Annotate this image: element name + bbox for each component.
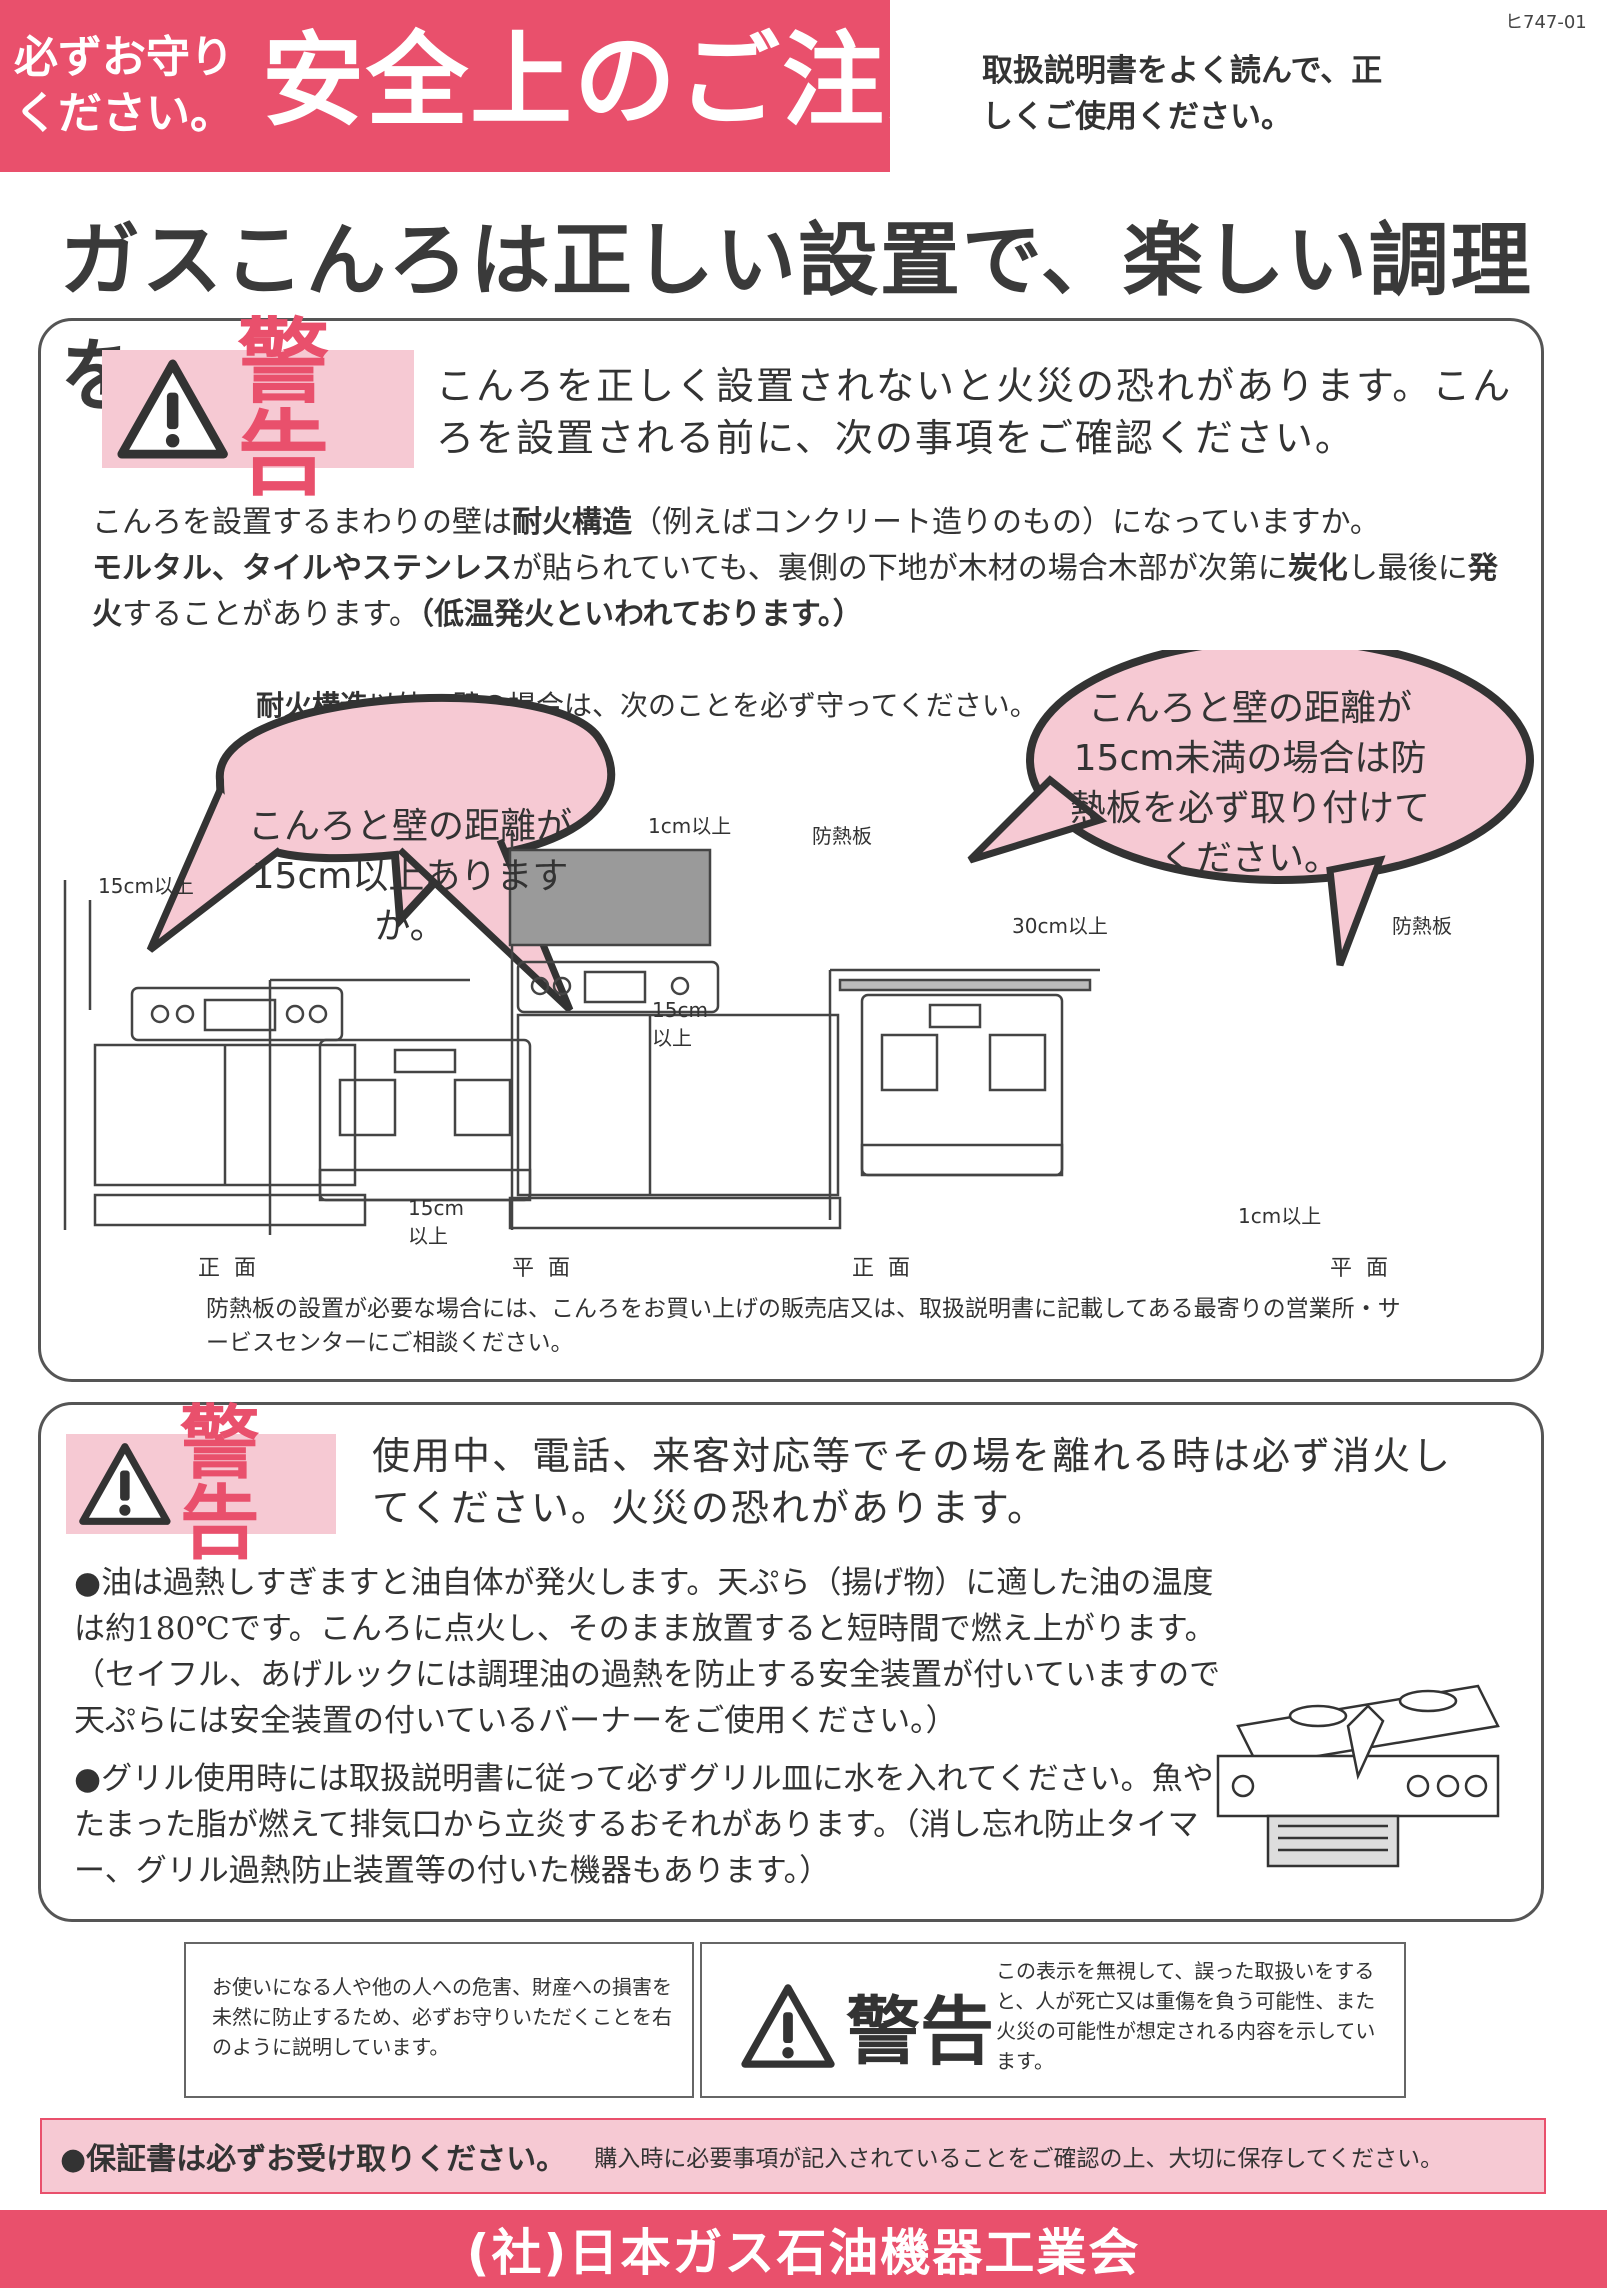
front-view-15cm [63, 880, 367, 1230]
label-1cm-front: 1cm以上 [648, 814, 732, 838]
warning-badge-label: 警告 [237, 309, 330, 508]
warning-triangle-icon [117, 359, 228, 459]
footer-band: (社)日本ガス石油機器工業会 [0, 2210, 1607, 2288]
bubble-left-text: こんろと壁の距離が15cm以上ありますか。 [247, 806, 572, 947]
warning-badge-label: 警告 [179, 1397, 260, 1570]
speech-bubble-right [967, 650, 1534, 967]
bullet-icon: ● [74, 1565, 102, 1601]
warning-badge: 警告 [66, 1404, 336, 1564]
text: することがあります。 [122, 597, 419, 632]
guarantee-sub: 購入時に必要事項が記入されていることをご確認の上、大切に保存してください。 [594, 2146, 1444, 2172]
emphasis: （低温発火といわれております。） [419, 597, 863, 632]
header-band [0, 0, 890, 172]
legend-explanation-box [184, 1942, 694, 2098]
guarantee-banner: ●保証書は必ずお受け取りください。 購入時に必要事項が記入されていることをご確認… [40, 2118, 1546, 2194]
text: が貼られていても、裏側の下地が木材の場合木部が次第に [512, 551, 1288, 586]
headline: ガスこんろは正しい設置で、楽しい調理を [60, 214, 1533, 423]
warning-badge: 警告 [102, 317, 414, 501]
warning-box-installation [38, 318, 1544, 1382]
legend-warning-meaning: この表示を無視して、誤った取扱いをすると、人が死亡又は重傷を負う可能性、また火災… [996, 1959, 1376, 2073]
text: 油は過熱しすぎますと油自体が発火します。天ぷら（揚げ物）に適した油の温度は約18… [74, 1565, 1221, 1739]
front-view-heatshield [508, 830, 842, 1230]
emphasis: 発火 [92, 551, 1498, 632]
warning-triangle-icon [741, 1983, 835, 2068]
label-heat-shield-plan: 防熱板 [1392, 914, 1452, 938]
read-manual-note: 取扱説明書をよく読んで、正しくご使用ください。 [982, 53, 1383, 135]
guarantee-main: ●保証書は必ずお受け取りください。 [60, 2142, 567, 2177]
page-title: 安全上のご注意 [262, 22, 990, 141]
bullet-oil-overheat: ●油は過熱しすぎますと油自体が発火します。天ぷら（揚げ物）に適した油の温度は約1… [74, 1560, 1224, 1744]
caption-plan-1: 平面 [512, 1256, 585, 1281]
legend-explanation: お使いになる人や他の人への危害、財産への損害を未然に防止するため、必ずお守りいた… [212, 1975, 672, 2059]
warning2-lead: 使用中、電話、来客対応等でその場を離れる時は必ず消火してください。火災の恐れがあ… [372, 1434, 1453, 1530]
text: こんろを設置するまわりの壁は [92, 505, 512, 540]
label-15cm-plan-side: 15cm以上 [408, 1196, 464, 1248]
must-protect-label: 必ずお守りください。 [14, 32, 234, 139]
fireproof-paragraph: こんろを設置するまわりの壁は耐火構造（例えばコンクリート造りのもの）になっていま… [92, 500, 1512, 638]
heat-shield-footnote: 防熱板の設置が必要な場合には、こんろをお買い上げの販売店又は、取扱説明書に記載し… [206, 1296, 1401, 1356]
caption-front-2: 正面 [852, 1256, 925, 1281]
caption-front-1: 正面 [198, 1256, 271, 1281]
emphasis: 耐火構造 [512, 505, 632, 540]
publisher-name: (社)日本ガス石油機器工業会 [466, 2224, 1141, 2282]
label-heat-shield-front: 防熱板 [812, 824, 872, 848]
bubble-right-text: こんろと壁の距離が15cm未満の場合は防熱板を必ず取り付けてください。 [1069, 688, 1430, 879]
text: し最後に [1347, 551, 1468, 586]
legend-badge-label: 警告 [846, 1989, 994, 2075]
label-15cm-plan-top: 15cm以上 [652, 998, 708, 1050]
document-id: ヒ747-01 [1505, 12, 1587, 33]
bullet-grill-water: ●グリル使用時には取扱説明書に従って必ずグリル皿に水を入れてください。魚やたまっ… [74, 1756, 1224, 1894]
emphasis: モルタル、タイルやステンレス [92, 551, 512, 586]
caption-plan-2: 平面 [1330, 1256, 1403, 1281]
legend-warning-box [700, 1942, 1406, 2098]
legend-warning-badge: 警告 [740, 1972, 994, 2079]
label-15cm-front: 15cm以上 [98, 874, 194, 898]
grill-illustration [1216, 1684, 1500, 1868]
bullet-icon: ● [74, 1761, 102, 1797]
warning1-lead: こんろを正しく設置されないと火災の恐れがあります。こんろを設置される前に、次の事… [436, 364, 1513, 460]
label-1cm-plan: 1cm以上 [1238, 1204, 1322, 1228]
emphasis: 炭化 [1287, 551, 1348, 586]
text: （例えばコンクリート造りのもの）になっていますか。 [632, 505, 1380, 540]
text: グリル使用時には取扱説明書に従って必ずグリル皿に水を入れてください。魚やたまった… [74, 1761, 1214, 1889]
installation-diagrams [63, 650, 1534, 1235]
label-30cm: 30cm以上 [1012, 914, 1108, 938]
warning-triangle-icon [79, 1443, 171, 1525]
plan-view-heatshield [828, 968, 1100, 1220]
warning-box-usage [38, 1402, 1544, 1922]
plan-view-15cm [268, 978, 532, 1235]
